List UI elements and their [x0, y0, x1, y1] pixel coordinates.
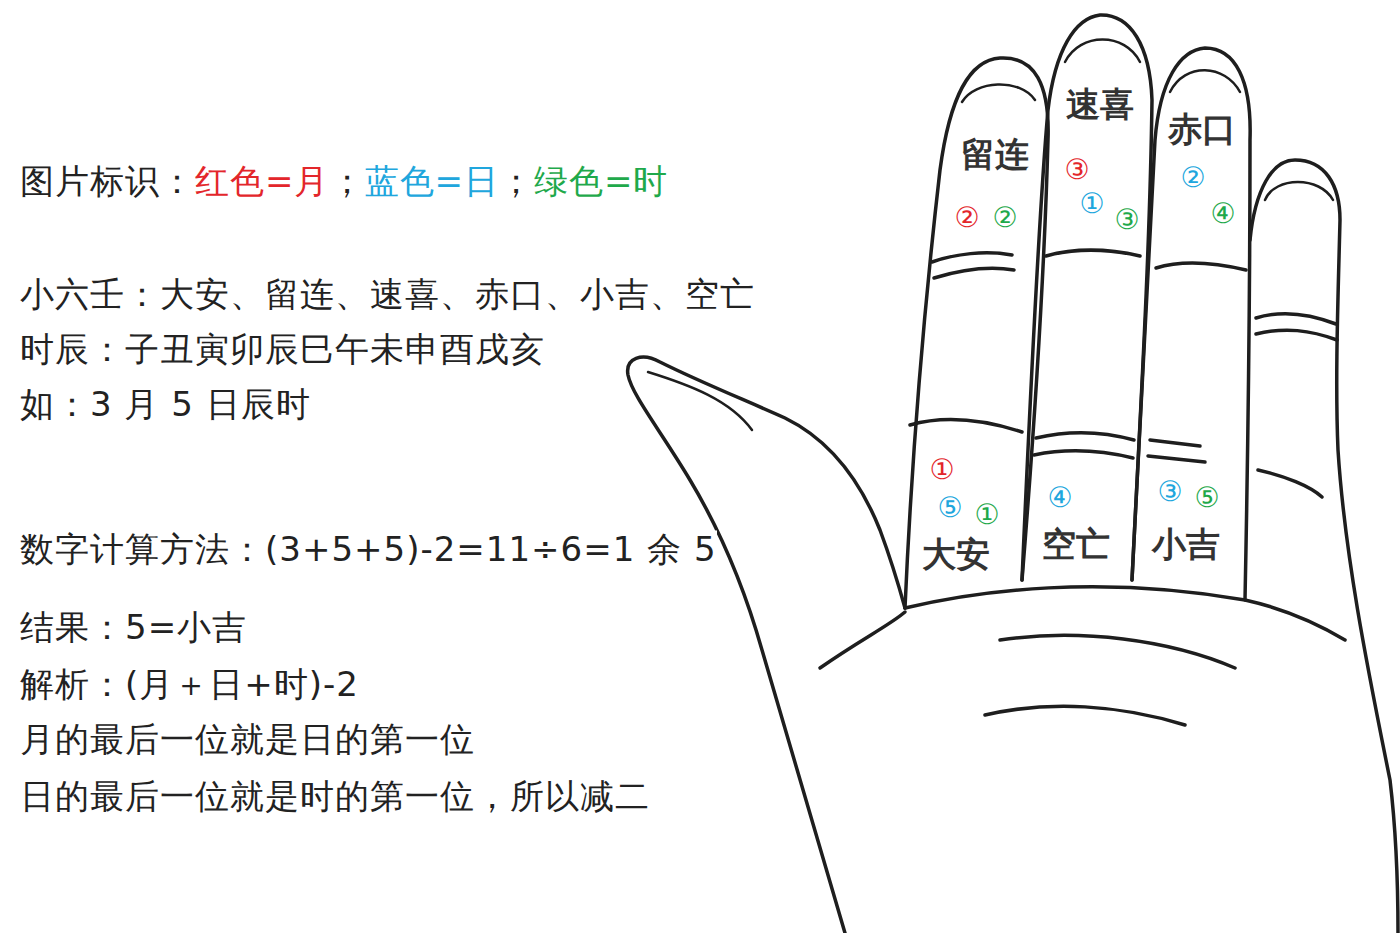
joint-crease [1150, 440, 1200, 446]
note-text: 月的最后一位就是日的第一位 [20, 720, 475, 759]
finger-label: 空亡 [1042, 525, 1110, 564]
callout-number-holder: ③ [1157, 476, 1182, 508]
callout-number: ① [974, 499, 999, 531]
legend-prefix: 图片标识： [20, 162, 195, 201]
joint-crease [1034, 451, 1133, 458]
ring-finger-outline [1132, 48, 1250, 600]
callout-number-holder: ③ [1064, 154, 1089, 186]
finger-nail [1065, 40, 1140, 63]
finger-nail [1170, 70, 1240, 92]
joint-crease [1156, 263, 1246, 270]
callout-number: ④ [1047, 482, 1072, 514]
palm-top-line [905, 587, 1345, 640]
joint-crease [910, 420, 1022, 432]
callout-number-holder: ⑤ [937, 492, 962, 524]
legend-day: 蓝色=日 [365, 162, 500, 201]
callout-number: ⑤ [1194, 482, 1219, 514]
note-text: 时辰：子丑寅卯辰巳午未申酉戌亥 [20, 330, 545, 369]
legend-hour: 绿色=时 [534, 162, 669, 201]
thumb-palm-outline [628, 357, 905, 933]
finger-nail [1265, 182, 1333, 200]
callout-number-holder: ① [929, 454, 954, 486]
joint-crease [1256, 330, 1337, 340]
finger-label-holder: 小吉 [1152, 525, 1220, 564]
callout-number: ③ [1114, 204, 1139, 236]
callout-number-holder: ① [974, 499, 999, 531]
note-text-holder: 结果：5=小吉 [20, 608, 247, 647]
legend-hour-holder: 绿色=时 [534, 162, 669, 201]
middle-finger-outline [1022, 15, 1152, 580]
callout-number-holder: ② [992, 202, 1017, 234]
callout-number: ③ [1064, 154, 1089, 186]
finger-label: 留连 [961, 135, 1029, 174]
callout-number-holder: ⑤ [1194, 482, 1219, 514]
callout-number: ① [929, 454, 954, 486]
note-text-holder: 如：3 月 5 日辰时 [20, 385, 311, 424]
note-text-holder: 时辰：子丑寅卯辰巳午未申酉戌亥 [20, 330, 545, 369]
legend-separator-holder: ； [330, 162, 365, 201]
callout-number: ③ [1157, 476, 1182, 508]
legend-separator: ； [499, 162, 534, 201]
joint-crease [1036, 433, 1134, 440]
callout-number: ① [1079, 188, 1104, 220]
palm-crease [820, 612, 905, 668]
note-text: 小六壬：大安、留连、速喜、赤口、小吉、空亡 [20, 275, 755, 314]
callout-number-holder: ④ [1047, 482, 1072, 514]
palm-crease [985, 706, 1185, 725]
index-finger-outline [905, 58, 1048, 608]
legend-prefix-holder: 图片标识： [20, 162, 195, 201]
finger-label-holder: 留连 [961, 135, 1029, 174]
finger-label-holder: 大安 [922, 535, 990, 574]
note-text: 如：3 月 5 日辰时 [20, 385, 311, 424]
callout-number-holder: ③ [1114, 204, 1139, 236]
joint-crease [1258, 470, 1322, 497]
callout-number: ② [1180, 162, 1205, 194]
note-text-holder: 日的最后一位就是时的第一位，所以减二 [20, 777, 650, 816]
finger-label: 赤口 [1168, 110, 1236, 149]
joint-crease [1046, 250, 1140, 256]
joint-crease [1256, 314, 1336, 324]
callout-number: ⑤ [937, 492, 962, 524]
note-text-holder: 小六壬：大安、留连、速喜、赤口、小吉、空亡 [20, 275, 755, 314]
callout-number-holder: ② [1180, 162, 1205, 194]
finger-label-holder: 空亡 [1042, 525, 1110, 564]
joint-crease [934, 268, 1014, 278]
legend-month: 红色=月 [195, 162, 330, 201]
note-text-holder: 解析：(月＋日+时)-2 [20, 665, 359, 704]
finger-label-holder: 速喜 [1066, 85, 1134, 124]
finger-label: 速喜 [1066, 85, 1134, 124]
callout-number: ④ [1210, 198, 1235, 230]
finger-label-holder: 赤口 [1168, 110, 1236, 149]
callout-number-holder: ② [954, 202, 979, 234]
note-text-holder: 数字计算方法：(3+5+5)-2=11÷6=1 余 5 [20, 530, 717, 569]
note-text-holder: 月的最后一位就是日的第一位 [20, 720, 475, 759]
legend-day-holder: 蓝色=日 [365, 162, 500, 201]
legend-separator: ； [330, 162, 365, 201]
callout-number-holder: ① [1079, 188, 1104, 220]
joint-crease [1148, 456, 1205, 462]
note-text: 日的最后一位就是时的第一位，所以减二 [20, 777, 650, 816]
finger-nail [962, 84, 1035, 102]
finger-label: 小吉 [1152, 525, 1220, 564]
callout-number-holder: ④ [1210, 198, 1235, 230]
note-text: 结果：5=小吉 [20, 608, 247, 647]
legend-separator-holder: ； [499, 162, 534, 201]
palm-crease [1000, 635, 1235, 668]
callout-number: ② [954, 202, 979, 234]
thumb-nail [648, 372, 752, 430]
legend-month-holder: 红色=月 [195, 162, 330, 201]
finger-label: 大安 [922, 535, 990, 574]
note-text: 数字计算方法：(3+5+5)-2=11÷6=1 余 5 [20, 530, 717, 569]
callout-number: ② [992, 202, 1017, 234]
joint-crease [932, 253, 1012, 262]
note-text: 解析：(月＋日+时)-2 [20, 665, 359, 704]
pinky-palm-outline [1250, 160, 1398, 933]
